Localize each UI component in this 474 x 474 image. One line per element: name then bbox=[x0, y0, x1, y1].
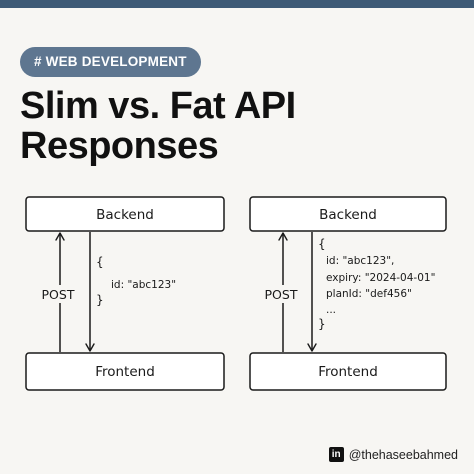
fat-frontend-box bbox=[249, 352, 447, 391]
title-line-1: Slim vs. Fat API bbox=[20, 85, 296, 127]
slim-backend-label: Backend bbox=[96, 207, 154, 223]
slim-response-line: id: "abc123" bbox=[111, 279, 176, 291]
fat-response-line-4: ... bbox=[326, 304, 336, 316]
category-tag[interactable]: # WEB DEVELOPMENT bbox=[20, 47, 201, 77]
author-handle: @thehaseebahmed bbox=[348, 447, 458, 462]
title-line-2: Responses bbox=[20, 125, 219, 167]
author-credit[interactable]: in @thehaseebahmed bbox=[328, 447, 458, 462]
fat-response-line-2: expiry: "2024-04-01" bbox=[326, 272, 435, 284]
slim-brace-close: } bbox=[96, 293, 104, 307]
fat-response-line-1: id: "abc123", bbox=[326, 255, 394, 267]
slim-brace-open: { bbox=[96, 255, 104, 269]
linkedin-icon: in bbox=[328, 447, 344, 462]
fat-brace-close: } bbox=[318, 317, 326, 331]
slim-post-label-bg bbox=[36, 285, 80, 303]
fat-diagram: Backend Frontend POST { id: "abc123", ex… bbox=[249, 196, 447, 391]
fat-brace-open: { bbox=[318, 237, 326, 251]
fat-backend-box bbox=[249, 196, 447, 232]
slim-frontend-box bbox=[25, 352, 225, 391]
slim-diagram: Backend Frontend POST { id: "abc123" } bbox=[25, 196, 225, 391]
page-title: Slim vs. Fat API Responses bbox=[20, 86, 296, 166]
slim-frontend-label: Frontend bbox=[95, 364, 155, 380]
fat-post-label-bg bbox=[259, 285, 303, 303]
fat-frontend-label: Frontend bbox=[318, 364, 378, 380]
fat-response-line-3: planId: "def456" bbox=[326, 288, 412, 300]
slim-backend-box bbox=[25, 196, 225, 232]
fat-post-label: POST bbox=[265, 287, 298, 302]
fat-backend-label: Backend bbox=[319, 207, 377, 223]
slim-post-label: POST bbox=[42, 287, 75, 302]
accent-bar bbox=[0, 0, 474, 8]
